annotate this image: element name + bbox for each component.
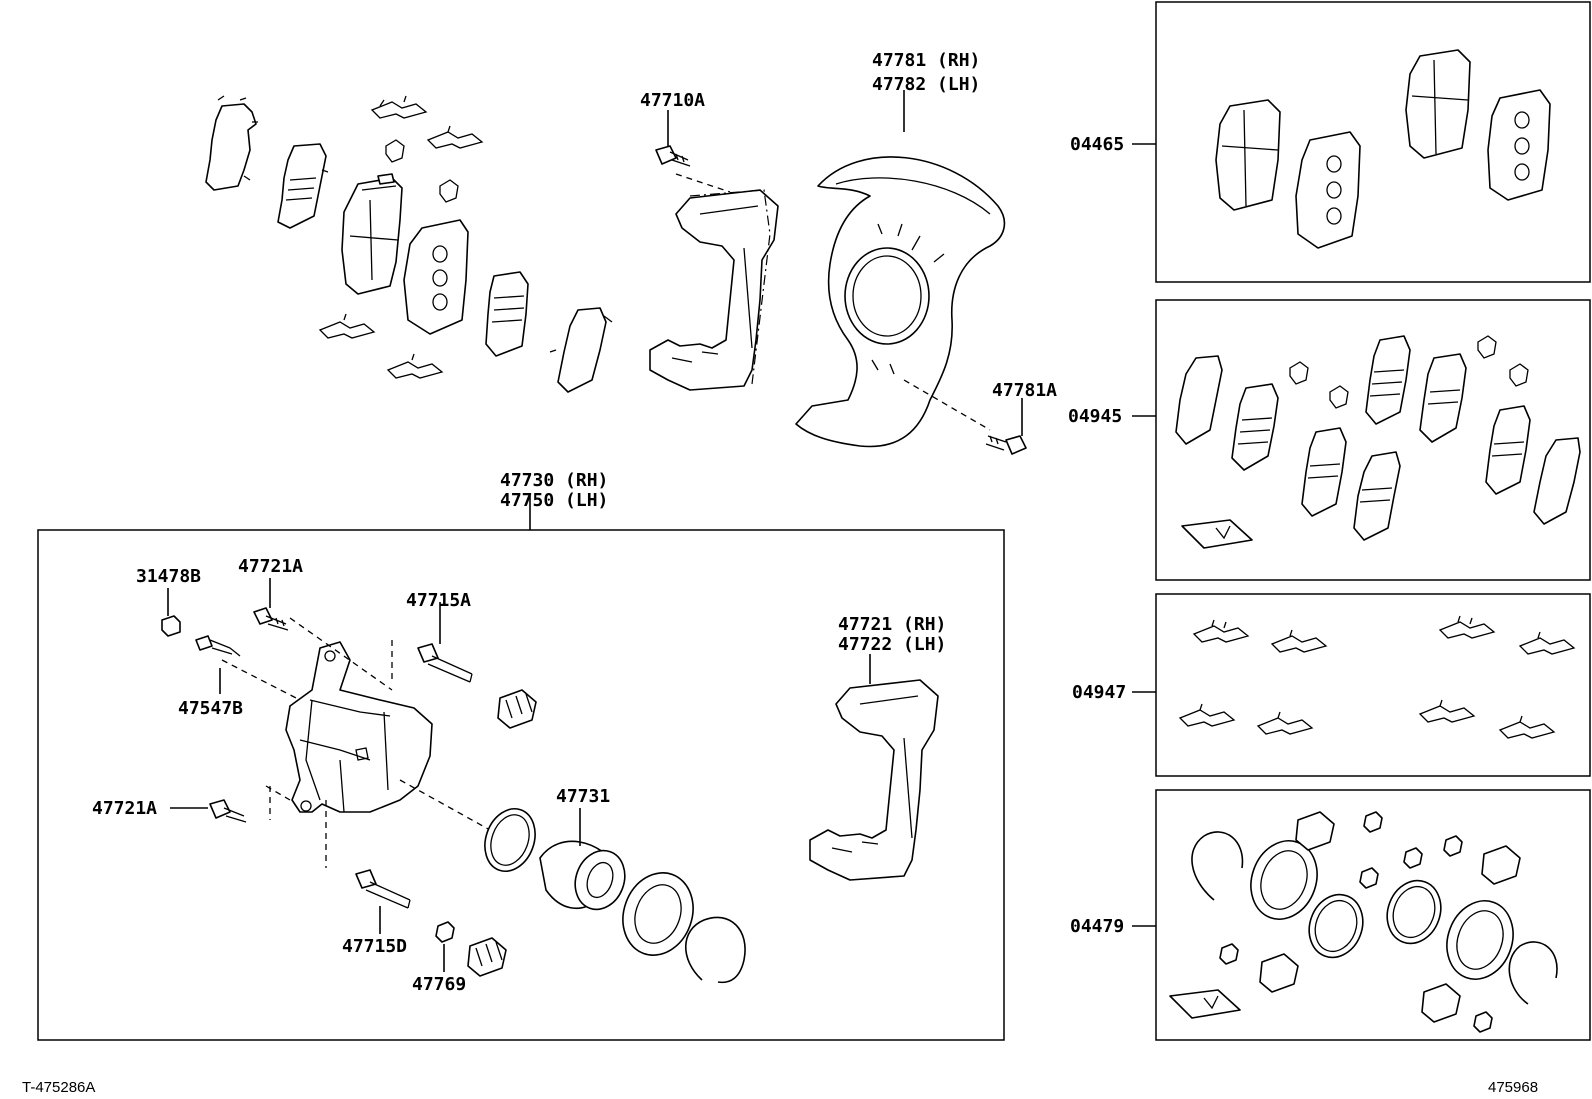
label-47721A-left: 47721A [92, 798, 157, 819]
label-47781-rh: 47781 (RH) [872, 50, 980, 71]
label-47731: 47731 [556, 786, 610, 807]
footer-right-code: 475968 [1488, 1079, 1538, 1096]
kit-box-04947 [1132, 593, 1591, 777]
caliper-assembly-box [37, 496, 1005, 1041]
kit-box-04465 [1132, 1, 1591, 283]
label-47710A: 47710A [640, 90, 705, 111]
pad-shim-cluster [205, 95, 613, 393]
label-31478B: 31478B [136, 566, 201, 587]
footer-left-code: T-475286A [22, 1079, 95, 1096]
label-47730-rh: 47730 (RH) [500, 470, 608, 491]
label-04479: 04479 [1070, 916, 1124, 937]
label-47715A: 47715A [406, 590, 471, 611]
label-47721-rh: 47721 (RH) [838, 614, 946, 635]
label-47750-lh: 47750 (LH) [500, 490, 608, 511]
label-47722-lh: 47722 (LH) [838, 634, 946, 655]
label-47781A: 47781A [992, 380, 1057, 401]
dust-shield [795, 90, 1027, 455]
mounting-bracket-upper [649, 110, 779, 391]
kit-box-04945 [1132, 299, 1591, 581]
label-04465: 04465 [1070, 134, 1124, 155]
label-47769: 47769 [412, 974, 466, 995]
kit-box-04479 [1132, 789, 1591, 1041]
label-04947: 04947 [1072, 682, 1126, 703]
label-47721A-top: 47721A [238, 556, 303, 577]
label-47715D: 47715D [342, 936, 407, 957]
label-04945: 04945 [1068, 406, 1122, 427]
label-47547B: 47547B [178, 698, 243, 719]
label-47782-lh: 47782 (LH) [872, 74, 980, 95]
